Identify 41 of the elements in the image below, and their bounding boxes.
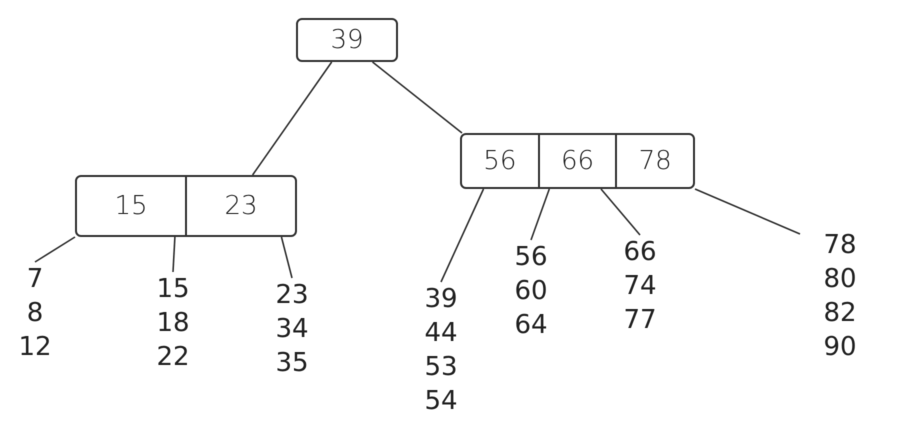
tree-edge	[600, 188, 641, 236]
tree-node-box	[460, 133, 695, 189]
key-value: 56	[482, 145, 518, 178]
leaf-key: 22	[156, 340, 190, 374]
leaf-key: 90	[823, 330, 857, 364]
tree-edge	[252, 62, 332, 176]
tree-edge	[280, 236, 293, 278]
leaf-key: 15	[156, 272, 190, 306]
key-value: 66	[538, 135, 616, 187]
key-value: 39	[329, 24, 365, 57]
key-value: 23	[185, 177, 295, 235]
leaf-key: 8	[26, 296, 44, 330]
leaf-key: 60	[514, 274, 548, 308]
tree-node-box	[75, 175, 297, 237]
leaf-key: 78	[823, 228, 857, 262]
key-value: 78	[615, 135, 694, 187]
tree-edge	[530, 188, 550, 240]
leaf-key: 64	[514, 308, 548, 342]
leaf-key: 7	[26, 262, 44, 296]
tree-edge	[694, 188, 800, 235]
leaf-key: 54	[424, 384, 458, 418]
key-value: 15	[113, 190, 149, 223]
leaf-key: 80	[823, 262, 857, 296]
tree-edge	[172, 236, 176, 272]
leaf-key: 53	[424, 350, 458, 384]
leaf-key: 12	[18, 330, 52, 364]
tree-edge	[372, 61, 462, 134]
leaf-key: 66	[623, 235, 657, 269]
leaf-key: 39	[424, 282, 458, 316]
leaf-key: 44	[424, 316, 458, 350]
leaf-key: 23	[275, 278, 309, 312]
tree-edge	[440, 188, 484, 282]
leaf-key: 77	[623, 303, 657, 337]
leaf-key: 34	[275, 312, 309, 346]
leaf-key: 82	[823, 296, 857, 330]
tree-edge	[34, 236, 76, 263]
leaf-key: 56	[514, 240, 548, 274]
leaf-key: 18	[156, 306, 190, 340]
leaf-key: 35	[275, 346, 309, 380]
leaf-key: 74	[623, 269, 657, 303]
tree-node-box	[296, 18, 398, 62]
